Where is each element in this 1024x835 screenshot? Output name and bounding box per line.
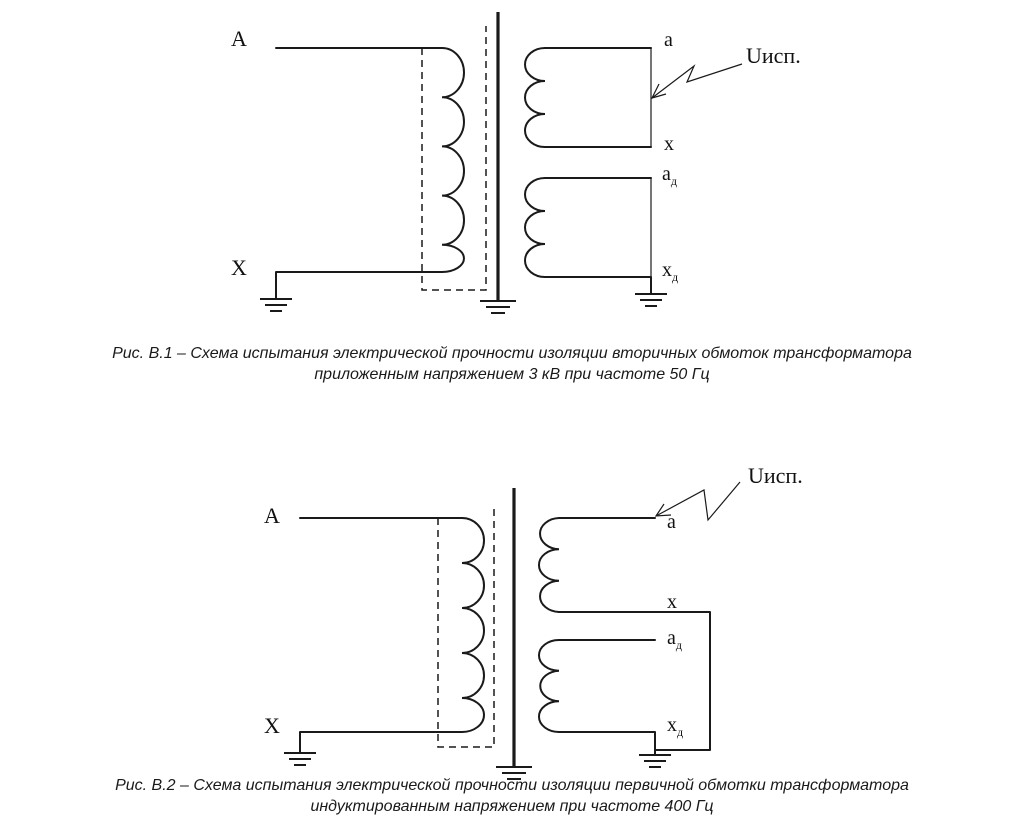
ground-symbol-primary — [284, 752, 316, 766]
primary-lead-bottom — [275, 271, 443, 291]
caption-line: приложенным напряжением 3 кВ при частоте… — [314, 366, 710, 383]
terminal-ad-label: aд — [667, 627, 682, 652]
ground-symbol-secondary — [635, 293, 667, 307]
ground-symbol-secondary — [639, 754, 671, 768]
secondary-lead-bottom — [558, 611, 711, 751]
terminal-a-label: a — [664, 29, 673, 51]
terminal-x-label: x — [664, 133, 674, 155]
aux-lead-bottom — [544, 276, 652, 294]
secondary-winding — [538, 517, 560, 613]
figure-1-caption: Рис. В.1 – Схема испытания электрической… — [0, 343, 1024, 385]
figure-2-caption: Рис. В.2 – Схема испытания электрической… — [0, 775, 1024, 817]
ground-symbol-primary — [260, 290, 292, 312]
test-voltage-label: Uисп. — [746, 43, 801, 68]
terminal-xd-label: xд — [662, 259, 678, 284]
terminal-x-label: x — [667, 591, 677, 613]
electrostatic-shield — [421, 26, 487, 291]
test-voltage-arrow — [655, 481, 741, 522]
auxiliary-winding — [538, 639, 560, 733]
test-voltage-arrow — [651, 63, 743, 99]
terminal-ad-label: aд — [662, 163, 677, 188]
ground-symbol-core — [496, 766, 532, 780]
terminal-A-label: A — [231, 26, 247, 51]
caption-line: Рис. В.2 – Схема испытания электрической… — [115, 777, 909, 794]
primary-winding — [461, 517, 485, 733]
caption-line: индуктированным напряжением при частоте … — [310, 798, 714, 815]
figure-1-diagram: A X a x aд xд Uисп. — [231, 12, 801, 314]
secondary-winding — [524, 47, 546, 148]
primary-lead-bottom — [299, 731, 463, 753]
figure-2-diagram: A X a x aд xд Uисп. — [264, 463, 803, 780]
aux-lead-bottom — [558, 731, 656, 755]
terminal-X-label: X — [231, 255, 247, 280]
terminal-A-label: A — [264, 503, 280, 528]
terminal-a-label: a — [667, 511, 676, 533]
test-voltage-arrowhead — [650, 83, 667, 99]
terminal-xd-label: xд — [667, 714, 683, 739]
terminal-X-label: X — [264, 713, 280, 738]
test-voltage-arrowhead — [654, 503, 672, 517]
ground-symbol-core — [480, 300, 516, 314]
electrostatic-shield — [437, 508, 495, 748]
primary-winding — [441, 47, 465, 273]
auxiliary-winding — [524, 177, 546, 278]
test-voltage-label: Uисп. — [748, 463, 803, 488]
caption-line: Рис. В.1 – Схема испытания электрической… — [112, 345, 912, 362]
